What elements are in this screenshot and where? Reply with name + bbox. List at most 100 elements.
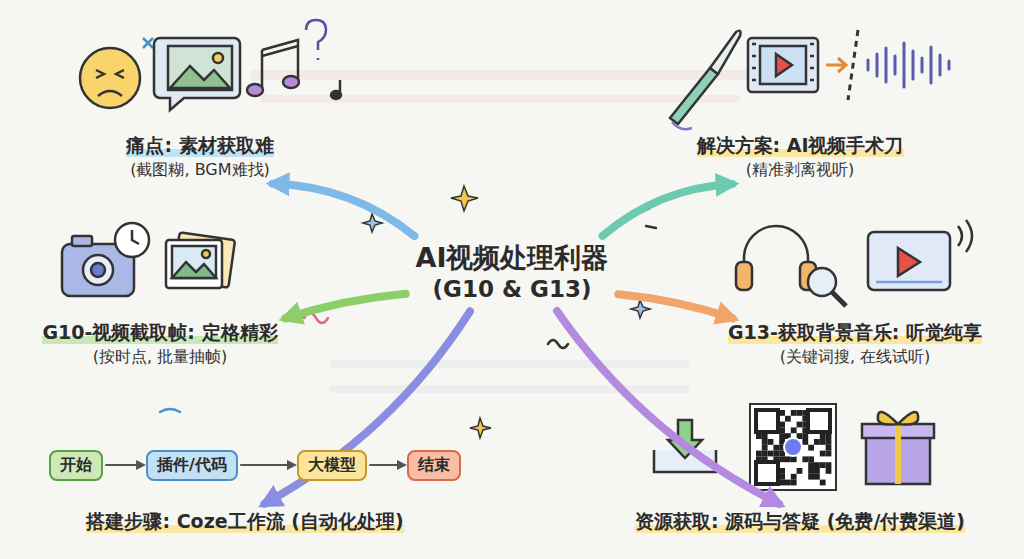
wave-bar: [948, 61, 951, 69]
g10-topic: G10-视频截取帧: 定格精彩(按时点, 批量抽帧): [42, 320, 277, 368]
camera-icon: [62, 223, 149, 296]
qr-cell: [756, 451, 762, 457]
node-detail: (G10 & G13): [416, 275, 609, 305]
qr-cell: [773, 451, 779, 457]
node-heading: 痛点: 素材获取难: [126, 133, 273, 159]
qr-cell: [820, 451, 826, 457]
qr-cell: [826, 451, 832, 457]
qr-cell: [762, 451, 768, 457]
node-heading: 资源获取: 源码与答疑 (免费/付费渠道): [635, 509, 965, 535]
headphones-icon: [736, 226, 846, 306]
qr-cell: [779, 480, 785, 486]
build-steps-topic: 搭建步骤: Coze工作流 (自动化处理): [86, 509, 403, 535]
wave-bar: [867, 60, 870, 70]
flow-start-box: 开始: [49, 450, 103, 481]
qr-cell: [802, 433, 808, 439]
node-detail: (关键词搜, 在线试听): [728, 346, 982, 368]
qr-cell: [820, 462, 826, 468]
qr-cell: [826, 468, 832, 474]
qr-cell: [802, 439, 808, 445]
qr-cell: [808, 468, 814, 474]
gift-icon: [862, 412, 934, 484]
qr-cell: [826, 433, 832, 439]
branch-arrow: [285, 294, 405, 319]
qr-cell: [791, 410, 797, 416]
sad-face-icon: [80, 38, 153, 108]
node-heading: 搭建步骤: Coze工作流 (自动化处理): [86, 509, 403, 535]
node-heading: 解决方案: AI视频手术刀: [697, 133, 904, 159]
node-detail: (截图糊, BGM难找): [126, 159, 273, 181]
wave-bar: [876, 54, 879, 76]
qr-cell: [820, 480, 826, 486]
qr-cell: [779, 474, 785, 480]
qr-cell: [779, 468, 785, 474]
qr-cell: [779, 433, 785, 439]
branch-arrow: [265, 311, 470, 503]
node-heading: 结束: [418, 455, 450, 476]
qr-cell: [820, 433, 826, 439]
qr-finder: [756, 462, 778, 484]
qr-cell: [762, 439, 768, 445]
photo-stack-icon: [166, 232, 235, 288]
flow-arrow: [370, 464, 404, 466]
image-bubble-icon: [154, 38, 240, 110]
qr-cell: [756, 433, 762, 439]
qr-finder: [808, 410, 830, 432]
sparkles: [363, 186, 650, 438]
qr-logo: [784, 438, 802, 456]
scalpel-icon: [670, 31, 741, 129]
qr-cell: [779, 410, 785, 416]
doodle-lines: [160, 208, 656, 412]
wave-bar: [921, 58, 924, 72]
node-heading: AI视频处理利器: [416, 240, 609, 275]
flow-arrow: [241, 464, 294, 466]
qr-cell: [826, 462, 832, 468]
node-heading: 大模型: [308, 455, 356, 476]
qr-cell: [802, 456, 808, 462]
central-topic: AI视频处理利器(G10 & G13): [416, 240, 609, 305]
separation-arrow: [826, 30, 858, 100]
qr-cell: [768, 451, 774, 457]
qr-code-icon: [750, 404, 836, 490]
branch-arrow: [618, 294, 733, 318]
qr-cell: [820, 439, 826, 445]
qr-cell: [814, 474, 820, 480]
qr-cell: [808, 445, 814, 451]
qr-cell: [791, 427, 797, 433]
flow-end-box: 结束: [407, 450, 461, 481]
qr-cell: [814, 439, 820, 445]
qr-cell: [808, 456, 814, 462]
qr-cell: [785, 480, 791, 486]
solution-topic: 解决方案: AI视频手术刀(精准剥离视听): [697, 133, 904, 181]
qr-cell: [785, 416, 791, 422]
wave-bar: [885, 48, 888, 82]
qr-cell: [791, 456, 797, 462]
qr-cell: [779, 456, 785, 462]
video-film-icon: [748, 38, 818, 92]
qr-cell: [762, 445, 768, 451]
qr-cell: [826, 445, 832, 451]
qr-cell: [808, 462, 814, 468]
qr-cell: [797, 422, 803, 428]
sound-wave-icon: [868, 43, 949, 87]
qr-cell: [791, 480, 797, 486]
wave-bar: [912, 51, 915, 79]
node-heading: G10-视频截取帧: 定格精彩: [42, 320, 277, 346]
qr-cell: [814, 468, 820, 474]
node-detail: (按时点, 批量抽帧): [42, 346, 277, 368]
music-note-icon: [247, 20, 341, 99]
qr-cell: [797, 468, 803, 474]
wave-bar: [894, 56, 897, 74]
node-heading: 开始: [60, 455, 92, 476]
video-player-icon: [868, 220, 972, 290]
qr-finder: [756, 410, 778, 432]
qr-cell: [768, 439, 774, 445]
wave-bar: [930, 47, 933, 83]
pain-point-topic: 痛点: 素材获取难(截图糊, BGM难找): [126, 133, 273, 181]
qr-cell: [826, 439, 832, 445]
g13-topic: G13-获取背景音乐: 听觉纯享(关键词搜, 在线试听): [728, 320, 982, 368]
qr-cell: [779, 427, 785, 433]
background-texture: [250, 70, 770, 393]
qr-cell: [762, 433, 768, 439]
